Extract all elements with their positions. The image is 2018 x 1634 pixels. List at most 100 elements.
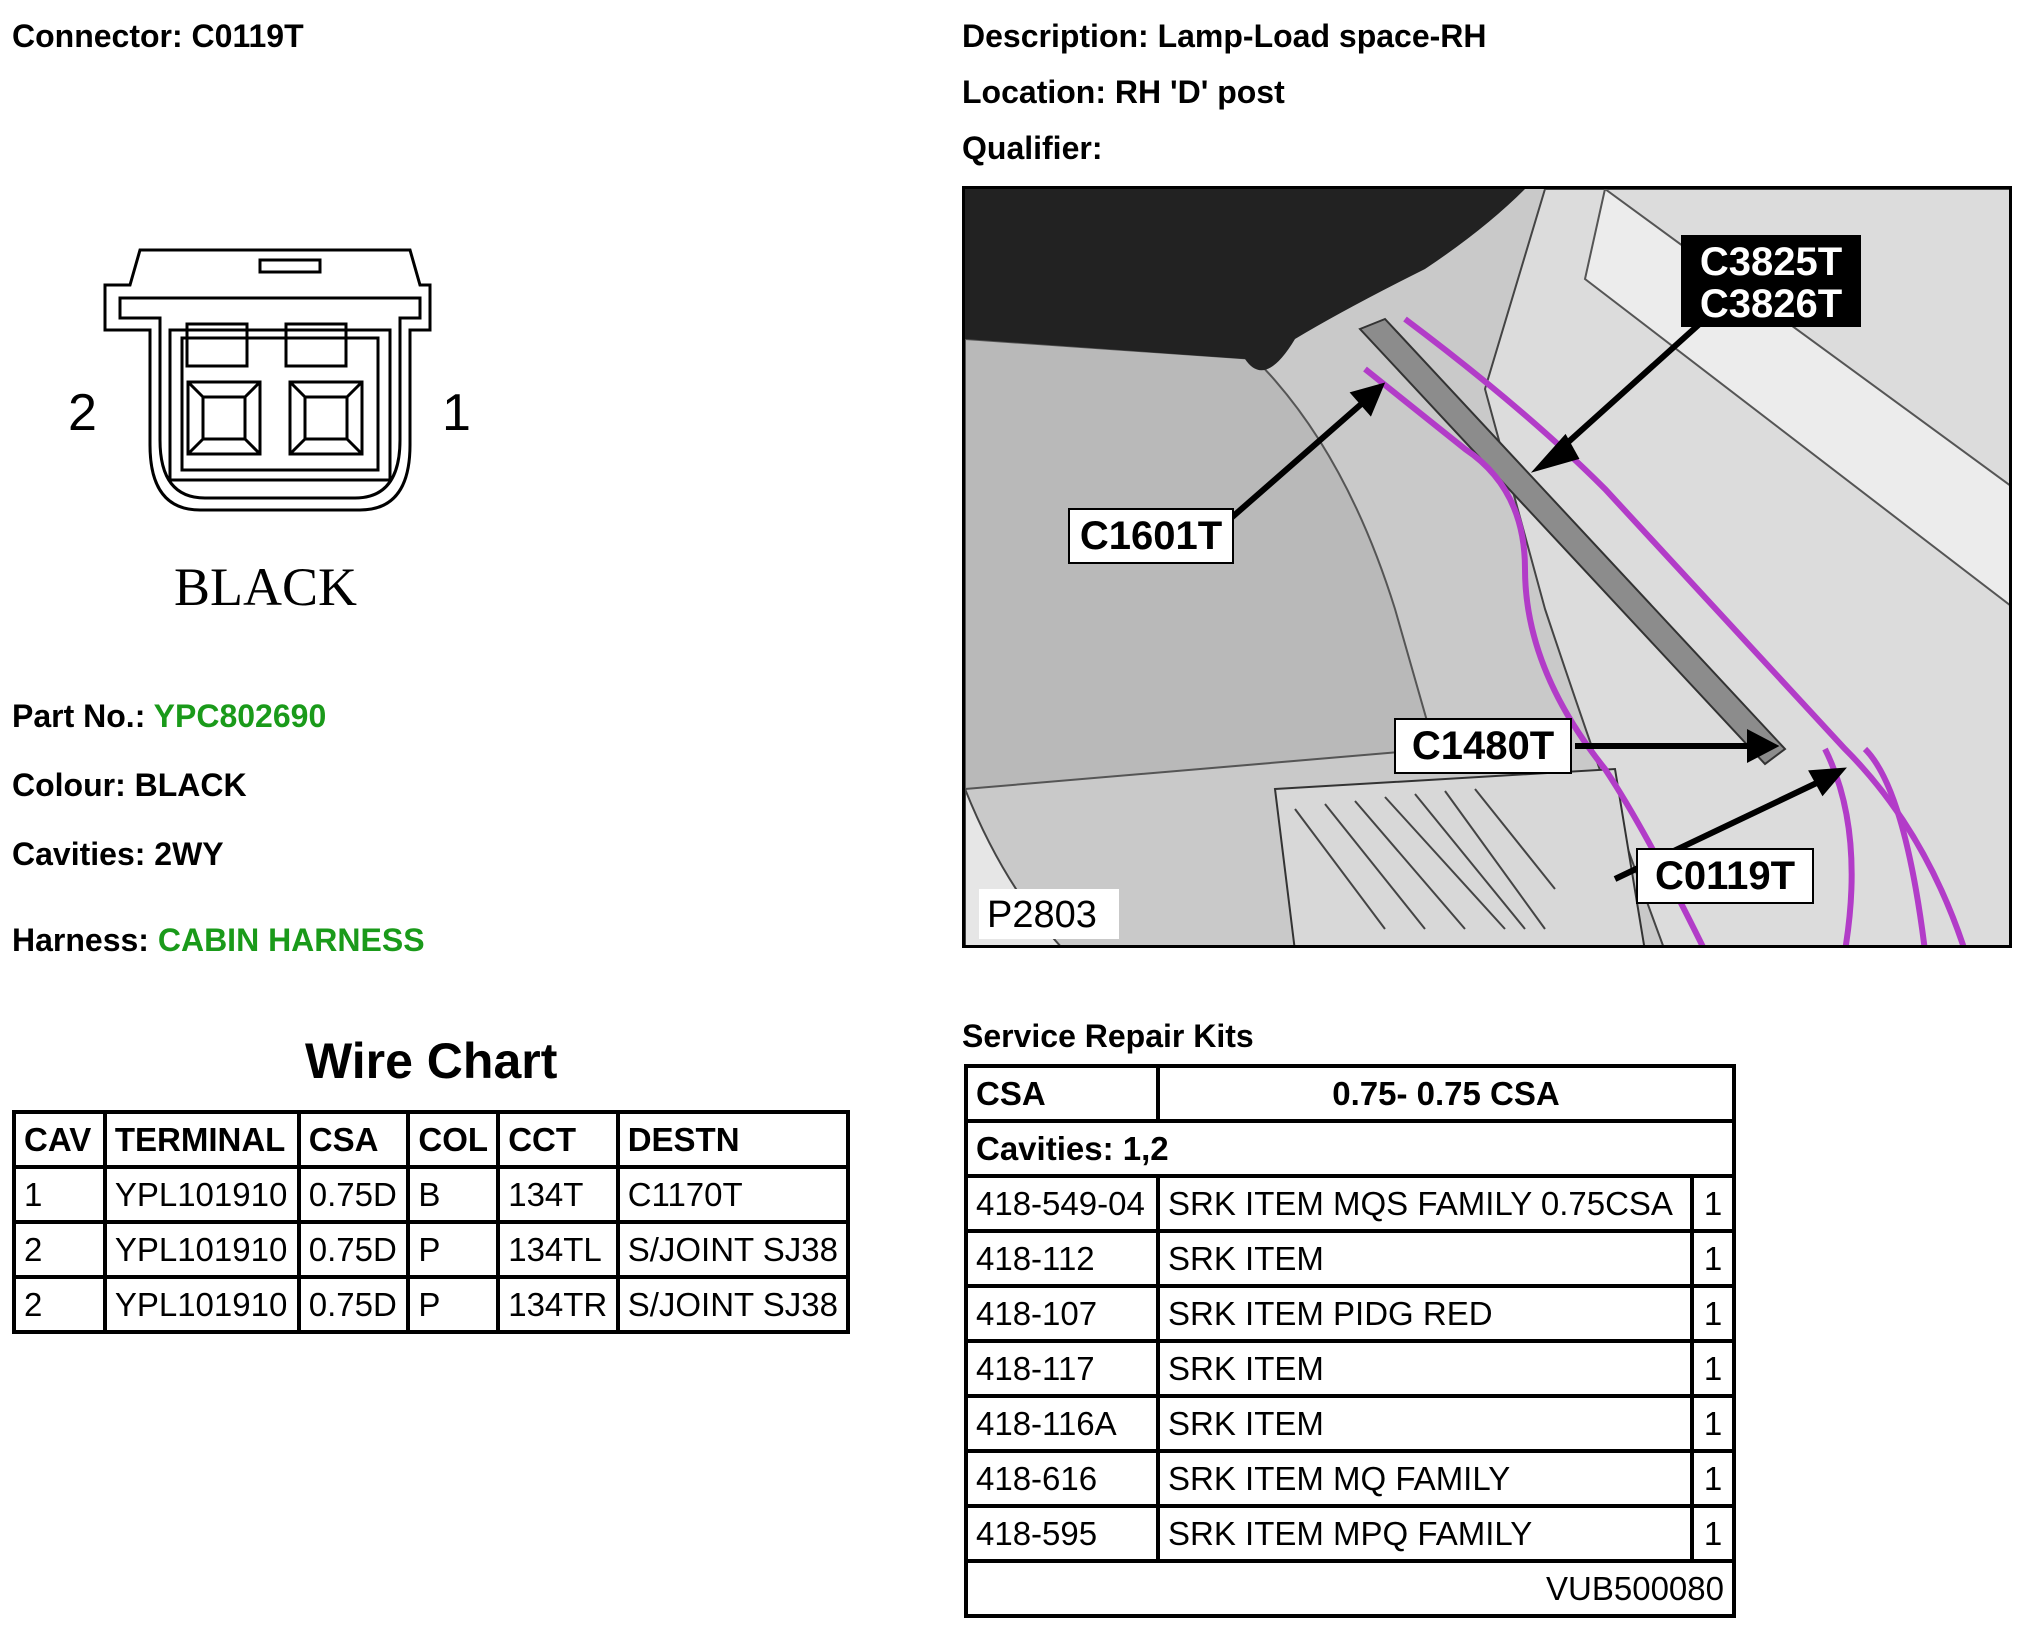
location-photo: C3825T C3826T C1601T C1480T C0119T P2803 <box>962 186 2012 948</box>
srk-part-number: 418-116A <box>964 1394 1160 1453</box>
srk-title: Service Repair Kits <box>962 1018 1254 1054</box>
cell-cav: 1 <box>12 1165 107 1224</box>
srk-description: SRK ITEM MQS FAMILY 0.75CSA <box>1156 1174 1694 1233</box>
cell-cav: 2 <box>12 1220 107 1279</box>
table-row: 418-595 SRK ITEM MPQ FAMILY 1 <box>964 1504 1736 1563</box>
srk-quantity: 1 <box>1690 1394 1736 1453</box>
connector-value: C0119T <box>191 18 304 54</box>
cell-destn: C1170T <box>615 1165 851 1224</box>
wire-chart-table: CAV TERMINAL CSA COL CCT DESTN 1 YPL1019… <box>12 1110 851 1334</box>
connector-face-diagram: 2 1 BLACK <box>68 248 471 617</box>
cell-terminal: YPL101910 <box>102 1220 301 1279</box>
srk-description: SRK ITEM <box>1156 1339 1694 1398</box>
cell-terminal: YPL101910 <box>102 1275 301 1334</box>
cell-cct: 134TR <box>496 1275 620 1334</box>
colour-line: Colour: BLACK <box>12 767 247 804</box>
col-header-terminal: TERMINAL <box>102 1110 301 1169</box>
col-header-destn: DESTN <box>615 1110 851 1169</box>
cell-destn: S/JOINT SJ38 <box>615 1275 851 1334</box>
qualifier-label: Qualifier: <box>962 130 1103 166</box>
location-heading: Location: RH 'D' post <box>962 74 1285 111</box>
pin-number-2: 2 <box>68 384 97 442</box>
qualifier-heading: Qualifier: <box>962 130 1102 167</box>
connector-label: Connector: <box>12 18 183 54</box>
part-number-line: Part No.: YPC802690 <box>12 698 326 735</box>
srk-cavities: Cavities: 1,2 <box>964 1119 1736 1178</box>
srk-quantity: 1 <box>1690 1339 1736 1398</box>
callout-c3826t: C3826T <box>1700 282 1842 326</box>
part-number-label: Part No.: <box>12 698 146 734</box>
callout-c1480t: C1480T <box>1412 724 1554 768</box>
cavities-line: Cavities: 2WY <box>12 836 224 873</box>
srk-part-number: 418-616 <box>964 1449 1160 1508</box>
cell-col: B <box>406 1165 501 1224</box>
description-value: Lamp-Load space-RH <box>1157 18 1487 54</box>
harness-line: Harness: CABIN HARNESS <box>12 922 425 959</box>
col-header-csa: CSA <box>296 1110 411 1169</box>
pin-number-1: 1 <box>442 384 471 442</box>
srk-part-number: 418-117 <box>964 1339 1160 1398</box>
srk-footer-code: VUB500080 <box>964 1559 1736 1618</box>
vehicle-interior-illustration: C3825T C3826T C1601T C1480T C0119T P2803 <box>965 189 2009 945</box>
cell-col: P <box>406 1220 501 1279</box>
cell-destn: S/JOINT SJ38 <box>615 1220 851 1279</box>
cell-cct: 134TL <box>496 1220 620 1279</box>
cavities-value: 2WY <box>154 836 224 872</box>
table-row: 418-112 SRK ITEM 1 <box>964 1229 1736 1288</box>
harness-label: Harness: <box>12 922 149 958</box>
connector-heading: Connector: C0119T <box>12 18 304 55</box>
location-label: Location: <box>962 74 1106 110</box>
table-row: 1 YPL101910 0.75D B 134T C1170T <box>12 1165 851 1224</box>
srk-part-number: 418-595 <box>964 1504 1160 1563</box>
table-row: 418-117 SRK ITEM 1 <box>964 1339 1736 1398</box>
table-row: 418-116A SRK ITEM 1 <box>964 1394 1736 1453</box>
callout-c0119t: C0119T <box>1655 854 1795 898</box>
cell-cav: 2 <box>12 1275 107 1334</box>
callout-c1601t: C1601T <box>1080 514 1222 558</box>
cell-cct: 134T <box>496 1165 620 1224</box>
description-label: Description: <box>962 18 1149 54</box>
description-heading: Description: Lamp-Load space-RH <box>962 18 1487 55</box>
cell-csa: 0.75D <box>296 1165 411 1224</box>
srk-quantity: 1 <box>1690 1229 1736 1288</box>
table-row: 418-616 SRK ITEM MQ FAMILY 1 <box>964 1449 1736 1508</box>
location-value: RH 'D' post <box>1114 74 1285 110</box>
table-row: 2 YPL101910 0.75D P 134TL S/JOINT SJ38 <box>12 1220 851 1279</box>
cell-csa: 0.75D <box>296 1220 411 1279</box>
srk-description: SRK ITEM <box>1156 1394 1694 1453</box>
srk-quantity: 1 <box>1690 1284 1736 1343</box>
srk-quantity: 1 <box>1690 1174 1736 1233</box>
srk-part-number: 418-107 <box>964 1284 1160 1343</box>
srk-quantity: 1 <box>1690 1449 1736 1508</box>
colour-value: BLACK <box>134 767 247 803</box>
cavities-label: Cavities: <box>12 836 146 872</box>
col-header-cav: CAV <box>12 1110 107 1169</box>
callout-c3825t: C3825T <box>1700 240 1842 284</box>
srk-description: SRK ITEM MPQ FAMILY <box>1156 1504 1694 1563</box>
part-number-link[interactable]: YPC802690 <box>153 698 327 734</box>
cell-col: P <box>406 1275 501 1334</box>
wire-chart-title: Wire Chart <box>305 1033 558 1089</box>
table-row: 418-549-04 SRK ITEM MQS FAMILY 0.75CSA 1 <box>964 1174 1736 1233</box>
srk-csa-row: CSA 0.75- 0.75 CSA <box>964 1064 1736 1123</box>
harness-link[interactable]: CABIN HARNESS <box>157 922 425 958</box>
srk-footer-row: VUB500080 <box>964 1559 1736 1618</box>
cell-terminal: YPL101910 <box>102 1165 301 1224</box>
srk-description: SRK ITEM PIDG RED <box>1156 1284 1694 1343</box>
colour-label: Colour: <box>12 767 126 803</box>
table-row: 418-107 SRK ITEM PIDG RED 1 <box>964 1284 1736 1343</box>
srk-part-number: 418-549-04 <box>964 1174 1160 1233</box>
cell-csa: 0.75D <box>296 1275 411 1334</box>
connector-colour-caption: BLACK <box>174 557 357 617</box>
srk-part-number: 418-112 <box>964 1229 1160 1288</box>
col-header-cct: CCT <box>496 1110 620 1169</box>
figure-id: P2803 <box>987 894 1097 936</box>
srk-description: SRK ITEM <box>1156 1229 1694 1288</box>
table-row: 2 YPL101910 0.75D P 134TR S/JOINT SJ38 <box>12 1275 851 1334</box>
srk-cavities-row: Cavities: 1,2 <box>964 1119 1736 1178</box>
srk-description: SRK ITEM MQ FAMILY <box>1156 1449 1694 1508</box>
wire-chart-header-row: CAV TERMINAL CSA COL CCT DESTN <box>12 1110 851 1169</box>
srk-table: CSA 0.75- 0.75 CSA Cavities: 1,2 418-549… <box>964 1064 1736 1618</box>
srk-csa-label: CSA <box>964 1064 1160 1123</box>
col-header-col: COL <box>406 1110 501 1169</box>
